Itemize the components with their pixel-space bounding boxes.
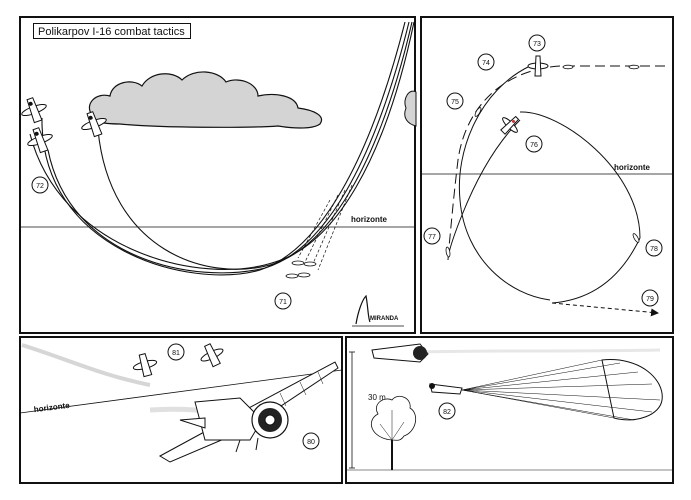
aircraft-icon xyxy=(527,55,549,77)
callout-label: 78 xyxy=(650,246,658,253)
callout-label: 79 xyxy=(646,296,654,303)
callout-label: 81 xyxy=(172,350,180,357)
aircraft-icon xyxy=(371,343,429,363)
trajectory-curve xyxy=(47,21,410,274)
aircraft-icon xyxy=(27,127,53,154)
horizon-line-3 xyxy=(19,369,343,414)
callout-circle xyxy=(438,402,456,420)
callout-circle xyxy=(302,432,320,450)
trajectory-curve xyxy=(29,21,415,270)
cloud-shape xyxy=(88,71,323,129)
trajectory-curve xyxy=(41,21,406,276)
signature-mark: MIRANDA xyxy=(352,294,404,327)
parachute-illustration xyxy=(429,359,663,421)
horizon-label-2: horizonte xyxy=(614,163,651,172)
callout-label: 73 xyxy=(533,41,541,48)
callout-label: 76 xyxy=(530,142,538,149)
dashed-attack-lines xyxy=(297,184,353,271)
callouts-panel-2: 73 74 75 76 77 78 79 xyxy=(423,34,663,307)
aircraft-icon xyxy=(200,343,224,368)
panel-3-frame xyxy=(19,336,343,484)
callout-label: 71 xyxy=(279,299,287,306)
smoke-trail xyxy=(21,343,151,387)
loop-trajectory xyxy=(447,119,521,261)
page-title: Polikarpov I-16 combat tactics xyxy=(33,23,191,39)
loop-trajectory xyxy=(551,237,641,304)
callout-label: 80 xyxy=(307,439,315,446)
loop-trajectory xyxy=(447,65,665,257)
panel-1: horizonte 72 71 xyxy=(19,16,417,334)
panel-2: horizonte 73 74 75 76 77 78 79 xyxy=(420,16,674,334)
trajectory-curve xyxy=(97,21,413,270)
aircraft-icon xyxy=(132,352,158,378)
panel-4-frame xyxy=(345,336,674,484)
smoke-trail xyxy=(419,348,661,354)
large-aircraft-illustration xyxy=(158,361,339,463)
panel-1-frame xyxy=(19,16,416,334)
aircraft-icon xyxy=(21,97,47,124)
signature-text: MIRANDA xyxy=(370,316,399,322)
callout-label: 77 xyxy=(428,234,436,241)
callout-circle xyxy=(31,176,49,194)
callout-label: 74 xyxy=(482,60,490,67)
cloud-edge-shape xyxy=(404,90,417,127)
tree-illustration xyxy=(370,395,417,470)
callout-label: 75 xyxy=(451,99,459,106)
aircraft-small-icon xyxy=(445,64,640,258)
callout-label: 82 xyxy=(443,409,451,416)
loop-trajectory xyxy=(519,111,641,239)
callout-circle xyxy=(167,343,185,361)
aircraft-icon xyxy=(500,115,520,135)
horizon-label-3: horizonte xyxy=(33,401,70,414)
panel-4: 30 m 82 xyxy=(345,336,674,484)
callout-label: 72 xyxy=(36,183,44,190)
loop-trajectory xyxy=(458,65,551,301)
horizon-label-1: horizonte xyxy=(351,215,388,224)
panel-2-frame xyxy=(420,16,674,334)
height-label: 30 m xyxy=(368,393,386,402)
aircraft-small-icon xyxy=(285,260,317,279)
aircraft-icon xyxy=(81,111,107,138)
panel-3: horizonte 81 80 xyxy=(19,336,343,484)
exit-arrow xyxy=(551,302,659,317)
callout-circle xyxy=(274,292,292,310)
